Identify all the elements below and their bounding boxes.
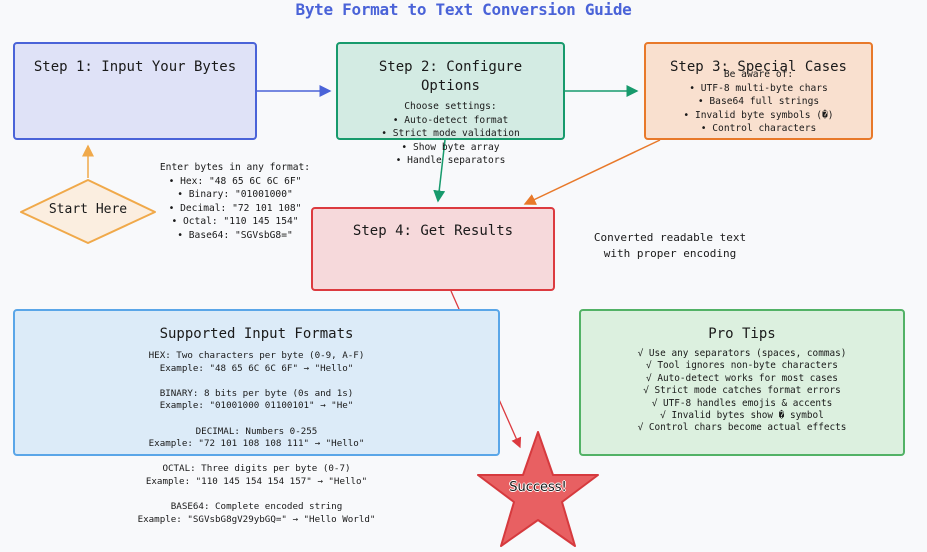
step3-box: Step 3: Special Cases	[644, 42, 873, 140]
formats-line: HEX: Two characters per byte (0-9, A-F)	[148, 350, 365, 361]
formats-line: Example: "48 65 6C 6C 6F" → "Hello"	[159, 362, 354, 374]
tip-item: √ Control chars become actual effects	[637, 422, 847, 434]
start-node: Start Here	[19, 178, 157, 245]
step2-box: Step 2: Configure Options	[336, 42, 565, 140]
tips-title: Pro Tips	[708, 326, 776, 342]
formats-text: HEX: Two characters per byte (0-9, A-F) …	[13, 350, 500, 526]
step2-note-item: • Strict mode validation	[381, 128, 520, 139]
step2-note-item: • Auto-detect format	[392, 114, 509, 126]
step1-note-item: • Base64: "SGVsbG8="	[177, 229, 293, 241]
step4-note-line: with proper encoding	[603, 247, 737, 260]
formats-line	[13, 413, 500, 426]
step3-notes: Be aware of: • UTF-8 multi-byte chars • …	[644, 68, 873, 136]
formats-line: Example: "72 101 108 108 111" → "Hello"	[148, 438, 365, 450]
success-label: Success!	[509, 480, 567, 495]
formats-box: Supported Input Formats	[13, 309, 500, 456]
step1-box: Step 1: Input Your Bytes	[13, 42, 257, 140]
tip-item: √ Auto-detect works for most cases	[646, 372, 838, 384]
arrow-step3-to-step4	[523, 139, 661, 205]
start-diamond-shape	[20, 179, 156, 244]
arrow-step2-to-step4	[433, 139, 446, 203]
formats-line: Example: "01001000 01100101" → "He"	[159, 400, 354, 412]
step1-title: Step 1: Input Your Bytes	[33, 59, 237, 75]
step2-title-line2: Options	[420, 78, 480, 94]
step1-note-item: • Binary: "01001000"	[177, 189, 293, 200]
step1-notes: Enter bytes in any format: • Hex: "48 65…	[150, 161, 320, 242]
formats-line: DECIMAL: Numbers 0-255	[195, 425, 318, 437]
step3-title: Step 3: Special Cases	[669, 59, 847, 75]
tip-item: √ Use any separators (spaces, commas)	[637, 348, 847, 359]
step2-note-item: • Handle separators	[395, 155, 506, 166]
step3-note-item: • Invalid byte symbols (�)	[683, 109, 834, 121]
tip-item: √ Strict mode catches format errors	[643, 385, 841, 397]
formats-line	[13, 489, 500, 502]
formats-line: BASE64: Complete encoded string	[170, 501, 343, 513]
success-star-shape	[477, 431, 599, 547]
step2-note-item: • Show byte array	[401, 141, 500, 153]
tip-item: √ Invalid bytes show � symbol	[660, 410, 824, 422]
step2-title: Step 2: Configure Options	[338, 58, 563, 96]
step1-note-item: • Decimal: "72 101 108"	[168, 202, 302, 214]
step4-notes: Converted readable text with proper enco…	[580, 230, 760, 262]
success-node: Success!	[477, 430, 599, 550]
formats-line	[13, 375, 500, 388]
formats-line: Example: "110 145 154 154 157" → "Hello"	[145, 475, 368, 487]
tip-item: √ Tool ignores non-byte characters	[646, 360, 838, 372]
step2-title-line1: Step 2: Configure	[378, 59, 523, 75]
step3-note-item: • Control characters	[700, 123, 817, 134]
formats-line: BINARY: 8 bits per byte (0s and 1s)	[159, 387, 354, 399]
step2-note-heading: Choose settings:	[404, 101, 497, 112]
diagram-title: Byte Format to Text Conversion Guide	[295, 0, 632, 19]
formats-line	[13, 451, 500, 464]
formats-line: Example: "SGVsbG8gV29ybGQ=" → "Hello Wor…	[137, 513, 376, 525]
step3-note-heading: Be aware of:	[723, 69, 794, 80]
step3-note-item: • UTF-8 multi-byte chars	[689, 82, 828, 94]
formats-title: Supported Input Formats	[159, 326, 354, 342]
step4-box: Step 4: Get Results	[311, 207, 555, 291]
tips-list: √ Use any separators (spaces, commas) √ …	[581, 348, 903, 435]
tips-box: Pro Tips √ Use any separators (spaces, c…	[579, 309, 905, 456]
step1-note-item: • Octal: "110 145 154"	[171, 216, 299, 227]
step4-title: Step 4: Get Results	[352, 223, 514, 239]
step3-note-item: • Base64 full strings	[697, 96, 820, 107]
step2-notes: Choose settings: • Auto-detect format • …	[336, 100, 565, 168]
step4-note-line: Converted readable text	[593, 231, 747, 244]
step1-note-item: • Hex: "48 65 6C 6C 6F"	[168, 175, 302, 187]
formats-line: OCTAL: Three digits per byte (0-7)	[162, 463, 351, 475]
tip-item: √ UTF-8 handles emojis & accents	[651, 397, 833, 409]
step1-note-heading: Enter bytes in any format:	[159, 162, 311, 173]
start-label: Start Here	[48, 202, 128, 217]
